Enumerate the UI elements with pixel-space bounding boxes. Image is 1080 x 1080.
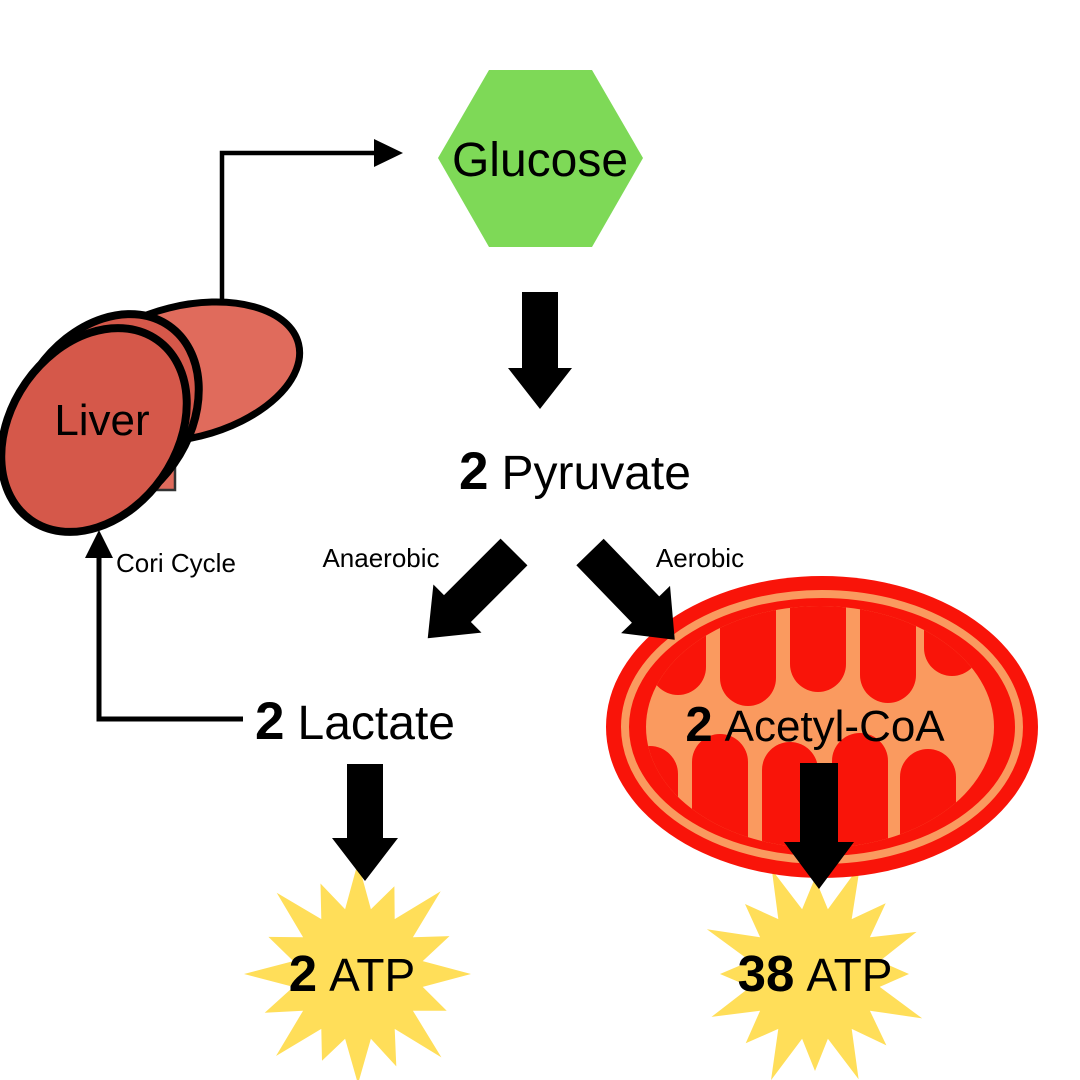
glucose-hexagon (438, 70, 643, 247)
liver-to-glucose-line (219, 150, 376, 300)
liver: Liver (0, 298, 304, 536)
cori-cycle-line (96, 552, 243, 722)
glucose-label: Glucose (452, 134, 628, 187)
acetylcoa-label: 2 Acetyl-CoA (685, 698, 945, 752)
atp-starburst-anaerobic (244, 862, 471, 1080)
pyruvate-count: 2 (459, 442, 488, 501)
acetylcoa-name: Acetyl-CoA (725, 702, 946, 751)
atp-anaerobic-count: 2 (289, 945, 317, 1002)
lactate-count: 2 (255, 692, 284, 751)
lactate-name: Lactate (298, 697, 455, 750)
cori-cycle-arrowhead (85, 530, 113, 558)
pyruvate-to-lactate-arrow (427, 538, 528, 639)
crista-top (860, 606, 916, 703)
liver-left-lobe-inner (0, 324, 191, 536)
crista-top (790, 606, 846, 692)
crista-top (720, 606, 776, 706)
liver-to-glucose-arrowhead (374, 139, 403, 167)
cori-cycle-label: Cori Cycle (116, 548, 236, 578)
acetylcoa-to-atp-arrow (784, 763, 854, 889)
pyruvate-label: 2 Pyruvate (459, 442, 691, 501)
cori-cycle-arrow (85, 530, 243, 722)
acetylcoa-count: 2 (685, 698, 712, 752)
lactate-label: 2 Lactate (255, 692, 455, 751)
atp-aerobic-count: 38 (738, 945, 795, 1002)
atp-aerobic-name: ATP (806, 949, 892, 1001)
lactate-to-atp-arrow (332, 764, 398, 881)
atp-anaerobic-name: ATP (329, 949, 415, 1001)
liver-to-glucose-arrow (219, 139, 403, 300)
mitochondrion (606, 576, 1038, 878)
crista-bottom (832, 733, 888, 848)
liver-left-lobe (0, 310, 203, 536)
aerobic-label: Aerobic (656, 543, 744, 573)
atp-starburst-aerobic (706, 865, 923, 1080)
pyruvate-to-acetylcoa-arrow (576, 538, 675, 640)
liver-label: Liver (54, 396, 149, 445)
pyruvate-name: Pyruvate (502, 447, 691, 500)
crista-bottom (692, 734, 748, 848)
glucose-to-pyruvate-arrow (508, 292, 572, 409)
anaerobic-label: Anaerobic (322, 543, 439, 573)
